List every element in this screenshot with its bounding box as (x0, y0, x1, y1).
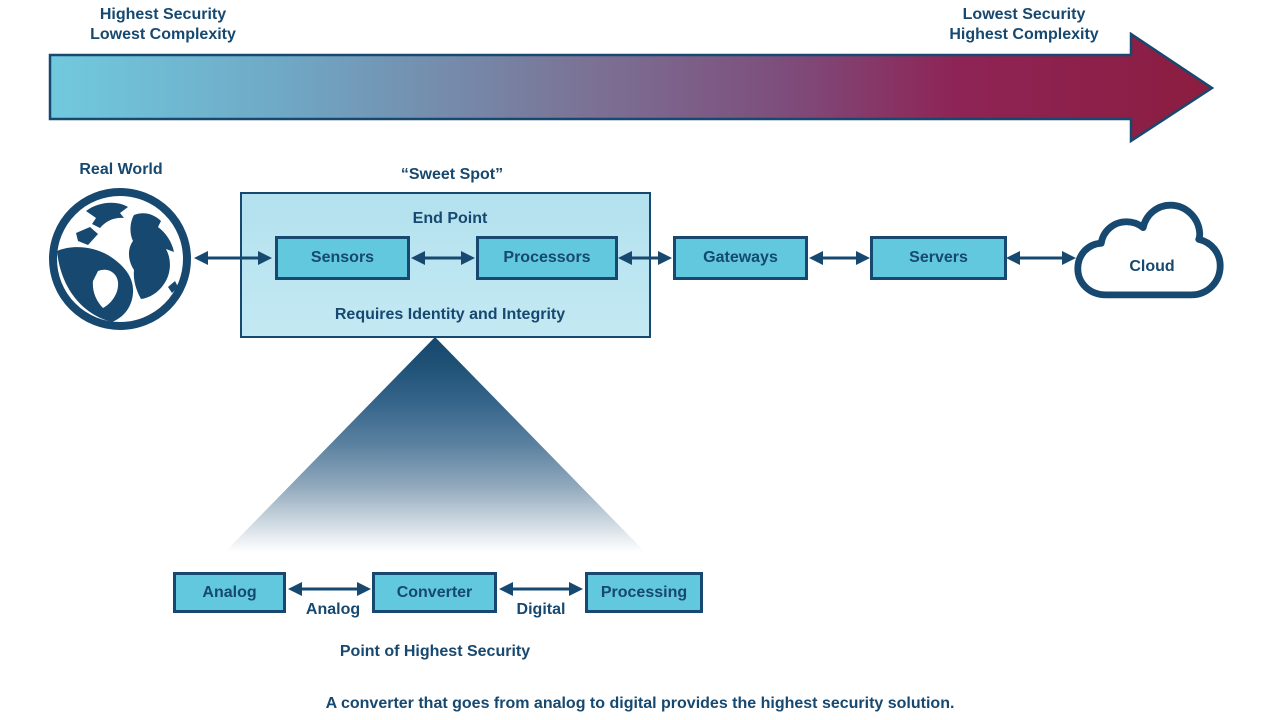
digital-signal-label: Digital (516, 601, 566, 618)
arrow-gateways-servers-icon (809, 251, 870, 265)
processing-box: Processing (585, 572, 703, 613)
sweet-spot-label: “Sweet Spot” (400, 166, 504, 183)
real-world-label: Real World (79, 161, 163, 178)
label-highest-complexity-line2: Highest Complexity (949, 26, 1099, 43)
label-highest-security-line1: Highest Security (99, 6, 227, 23)
arrow-sensors-processors-icon (411, 251, 475, 265)
servers-box: Servers (870, 236, 1007, 280)
label-lowest-security: Lowest Security Highest Complexity (904, 5, 1144, 45)
label-lowest-complexity-line2: Lowest Complexity (90, 26, 236, 43)
end-point-title: End Point (412, 210, 488, 227)
security-pyramid (225, 337, 645, 552)
analog-signal-label: Analog (305, 601, 361, 618)
arrow-analog-converter-icon (288, 582, 371, 596)
sensors-box: Sensors (275, 236, 410, 280)
arrow-globe-sensors-icon (194, 251, 272, 265)
arrow-converter-processing-icon (499, 582, 583, 596)
end-point-note: Requires Identity and Integrity (334, 306, 566, 323)
caption: A converter that goes from analog to dig… (325, 695, 955, 712)
security-spectrum-arrow-icon (48, 32, 1215, 144)
arrow-processors-gateways-icon (618, 251, 672, 265)
label-lowest-security-line1: Lowest Security (962, 6, 1086, 23)
analog-box: Analog (173, 572, 286, 613)
point-of-highest-security-label: Point of Highest Security (339, 643, 531, 660)
label-highest-security: Highest Security Lowest Complexity (43, 5, 283, 45)
converter-box: Converter (372, 572, 497, 613)
gateways-box: Gateways (673, 236, 808, 280)
processors-box: Processors (476, 236, 618, 280)
globe-icon (49, 188, 191, 330)
arrow-servers-cloud-icon (1006, 251, 1076, 265)
cloud-label: Cloud (1129, 258, 1175, 275)
cloud-icon (1074, 201, 1224, 299)
